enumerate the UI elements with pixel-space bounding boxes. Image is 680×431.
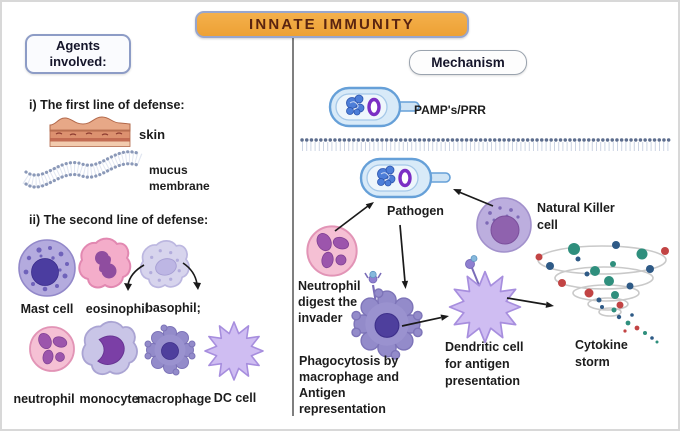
- mast-cell-label: Mast cell: [20, 302, 74, 316]
- basophil-transform-arrows: [124, 262, 201, 291]
- mucus-membrane-illustration: [22, 150, 143, 189]
- cell-membrane-illustration: [300, 138, 672, 151]
- bacterium-pamp-illustration: [328, 86, 421, 128]
- cytokine-storm-label: Cytokine storm: [575, 338, 628, 369]
- dc-cell-illustration: [204, 321, 264, 381]
- pathogen-label: Pathogen: [387, 204, 444, 218]
- mechanism-arrows: [334, 189, 554, 327]
- natural-killer-label: Natural Killer cell: [537, 201, 615, 232]
- macrophage-illustration: [144, 324, 196, 376]
- title-banner: INNATE IMMUNITY: [195, 11, 469, 38]
- eosinophil-label: eosinophil: [85, 302, 149, 316]
- skin-illustration: [49, 116, 131, 147]
- mechanism-box: Mechanism: [409, 50, 527, 75]
- monocyte-illustration: [81, 320, 138, 375]
- pamp-prr-label: PAMP's/PRR: [414, 103, 486, 117]
- neutrophil-illustration: [29, 326, 75, 372]
- arrow-neutrophil-to-pathogen: [334, 205, 369, 232]
- basophil-label: basophil;: [145, 301, 201, 315]
- mucus-membrane-label: mucus membrane: [149, 163, 210, 193]
- eosinophil-illustration: [78, 237, 132, 289]
- dendritic-cell-label: Dendritic cell for antigen presentation: [445, 340, 524, 388]
- neutrophil-label: neutrophil: [13, 392, 75, 406]
- arrow-nk-to-pathogen: [458, 191, 494, 207]
- pathogen-illustration: [359, 157, 452, 199]
- monocyte-label: monocyte: [79, 392, 139, 406]
- arrow-macrophage-to-dendritic: [401, 316, 442, 327]
- second-line-heading: ii) The second line of defense:: [29, 213, 209, 227]
- phagocytosis-label: Phagocytosis by macrophage and Antigen r…: [299, 354, 400, 416]
- cytokine-storm-illustration: [535, 241, 669, 344]
- agents-involved-box: Agents involved:: [25, 34, 131, 74]
- neutrophil-mechanism-illustration: [306, 225, 358, 277]
- nk-cell-illustration: [476, 197, 532, 253]
- basophil-illustration: [139, 240, 190, 289]
- mast-cell-illustration: [18, 239, 76, 297]
- neutrophil-digest-label: Neutrophil digest the invader: [298, 279, 361, 325]
- skin-label: skin: [139, 127, 166, 142]
- macrophage-label: macrophage: [136, 392, 212, 406]
- dc-cell-label: DC cell: [213, 391, 257, 405]
- arrow-dendritic-to-cytokine: [506, 297, 547, 306]
- dendritic-cell-illustration: [448, 270, 522, 344]
- arrow-pathogen-to-macrophage: [399, 224, 406, 283]
- first-line-heading: i) The first line of defense:: [29, 98, 185, 112]
